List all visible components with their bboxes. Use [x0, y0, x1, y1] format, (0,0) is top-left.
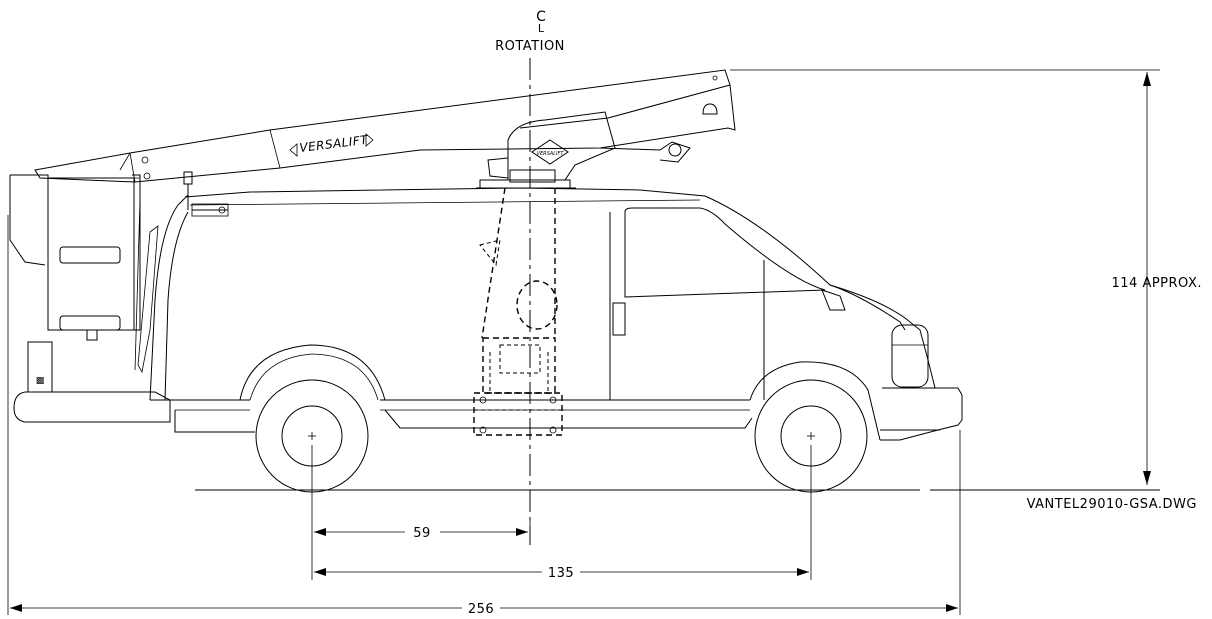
- turret: VERSALIFT: [476, 111, 616, 189]
- pedestal-hidden: [473, 187, 563, 436]
- boom: VERSALIFT: [34, 69, 736, 183]
- svg-text:▩: ▩: [36, 376, 45, 386]
- aerial-bucket: [9, 174, 141, 371]
- centerline-label: ROTATION: [495, 39, 565, 54]
- dim-135-value: 135: [548, 566, 574, 581]
- dim-256-value: 256: [468, 602, 494, 617]
- svg-text:L: L: [538, 22, 545, 35]
- centerline-symbol: C: [536, 9, 546, 25]
- turret-logo: VERSALIFT: [537, 151, 565, 157]
- dimension-256: 256: [7, 215, 961, 617]
- height-value: 114 APPROX.: [1112, 276, 1203, 291]
- dimension-height: 114 APPROX.: [730, 69, 1203, 485]
- rear-bracket: [183, 171, 229, 217]
- centerline-rotation: C L ROTATION: [495, 9, 565, 545]
- dim-59-value: 59: [413, 526, 431, 541]
- dimension-59: 59: [311, 445, 531, 580]
- boom-logo: VERSALIFT: [299, 133, 370, 155]
- drawing-file-name: VANTEL29010-GSA.DWG: [1027, 497, 1197, 512]
- van-body: ▩: [13, 187, 963, 441]
- dimension-135: 135: [314, 445, 812, 581]
